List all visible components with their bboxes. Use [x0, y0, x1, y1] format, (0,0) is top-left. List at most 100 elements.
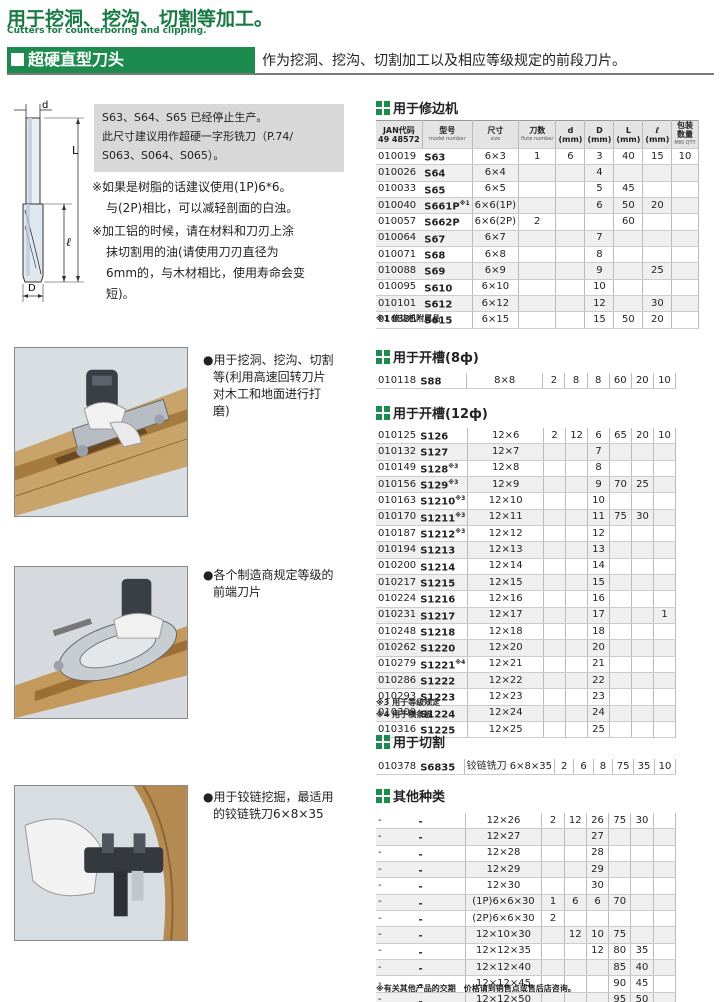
- cell-d: [555, 246, 586, 264]
- footnote-mark: ※3: [455, 495, 466, 503]
- cell-model: -: [416, 992, 466, 1002]
- cell-pack: [653, 623, 676, 641]
- note-line: 6mm的，与木材相比，使用寿命会变: [106, 266, 306, 280]
- dim-d-label: d: [42, 100, 48, 111]
- caption-line: 磨): [213, 404, 230, 418]
- cell-flute: [543, 476, 567, 494]
- cell-D: 15: [587, 574, 611, 592]
- cell-l: 35: [630, 943, 654, 960]
- cell-D: 23: [587, 688, 611, 706]
- cell-L: [613, 295, 644, 313]
- cell-d: [555, 262, 586, 280]
- cell-l: 25: [642, 262, 673, 280]
- cell-flute: [518, 246, 557, 264]
- cell-L: [609, 688, 633, 706]
- cell-L: [609, 492, 633, 510]
- cell-l: [631, 460, 654, 477]
- cell-l: 20: [631, 373, 654, 390]
- cell-pack: [671, 197, 699, 215]
- cell-l: 20: [642, 311, 673, 329]
- cell-L: [609, 607, 633, 624]
- cell-D: [586, 975, 610, 993]
- cell-flute: [543, 590, 567, 608]
- cell-model: S126: [418, 428, 469, 445]
- cell-d: [565, 492, 589, 510]
- cell-size: 12×6: [467, 428, 545, 445]
- cell-size: 12×12: [467, 525, 545, 543]
- section-description: 作为挖洞、挖沟、切割加工以及相应等级规定的前段刀片。: [262, 53, 626, 69]
- cell-model: S1214: [418, 558, 469, 575]
- cell-L: 40: [613, 148, 644, 166]
- cell-d: [564, 861, 587, 879]
- caption-line: 等(利用高速回转刀片: [213, 370, 326, 384]
- cell-L: 75: [608, 813, 632, 830]
- cell-D: 9: [584, 262, 615, 280]
- cell-l: [631, 721, 654, 739]
- cell-model: S1223: [418, 688, 469, 706]
- cell-l: 20: [642, 197, 673, 215]
- cell-D: 4: [584, 164, 615, 182]
- cell-model: S1218: [418, 623, 469, 641]
- cell-pack: [653, 492, 676, 510]
- section-heading-text: 超硬直型刀头: [28, 50, 125, 69]
- cell-D: 6: [584, 197, 615, 215]
- cell-flute: [518, 230, 557, 247]
- cell-flute: [543, 623, 567, 641]
- cell-size: 铰链铣刀 6×8×35: [464, 759, 555, 776]
- cell-size: 6×4: [472, 164, 519, 182]
- cell-size: 6×12: [472, 295, 519, 313]
- cell-jan: 010194: [376, 541, 419, 559]
- cell-pack: [653, 639, 676, 657]
- cell-flute: [543, 672, 567, 690]
- cell-pack: [653, 975, 677, 993]
- cell-d: [565, 688, 589, 706]
- cell-pack: [653, 877, 677, 895]
- cell-model: S63: [422, 148, 473, 166]
- cell-pack: [671, 213, 699, 231]
- cell-D: [586, 959, 610, 977]
- table-title-groove12: 用于开槽(12ф): [376, 403, 488, 422]
- cell-size: 12×22: [467, 672, 545, 690]
- cell-d: 12: [564, 926, 587, 944]
- cell-jan: 010262: [376, 639, 419, 657]
- cell-jan: 010118: [376, 373, 419, 390]
- cell-D: 20: [587, 639, 611, 657]
- cell-pack: [653, 460, 676, 477]
- cell-size: 6×15: [472, 311, 519, 329]
- cell-pack: [653, 443, 676, 461]
- cell-L: [613, 246, 644, 264]
- cell-size: 12×11: [467, 509, 545, 526]
- footnote-mark: ※3: [455, 527, 466, 535]
- cell-jan: 010309: [376, 705, 419, 722]
- cell-pack: [653, 705, 676, 722]
- cell-jan: 010378: [376, 759, 419, 776]
- cell-D: 12: [587, 525, 611, 543]
- cell-l: [642, 230, 673, 247]
- grooving-photo: [14, 347, 188, 517]
- cell-L: [608, 877, 632, 895]
- cell-l: [630, 894, 654, 911]
- router-bit-drawing: d L ℓ D: [14, 100, 84, 302]
- cell-size: 12×18: [467, 623, 545, 641]
- cell-size: 6×10: [472, 279, 519, 296]
- table-title-text: 用于开槽(8ф): [393, 351, 479, 366]
- table-title-cutting: 用于切割: [376, 732, 445, 751]
- cell-l: 45: [630, 975, 654, 993]
- table-title-text: 其他种类: [393, 790, 446, 805]
- cell-size: 12×12×40: [465, 959, 543, 977]
- cell-D: 8: [584, 246, 615, 264]
